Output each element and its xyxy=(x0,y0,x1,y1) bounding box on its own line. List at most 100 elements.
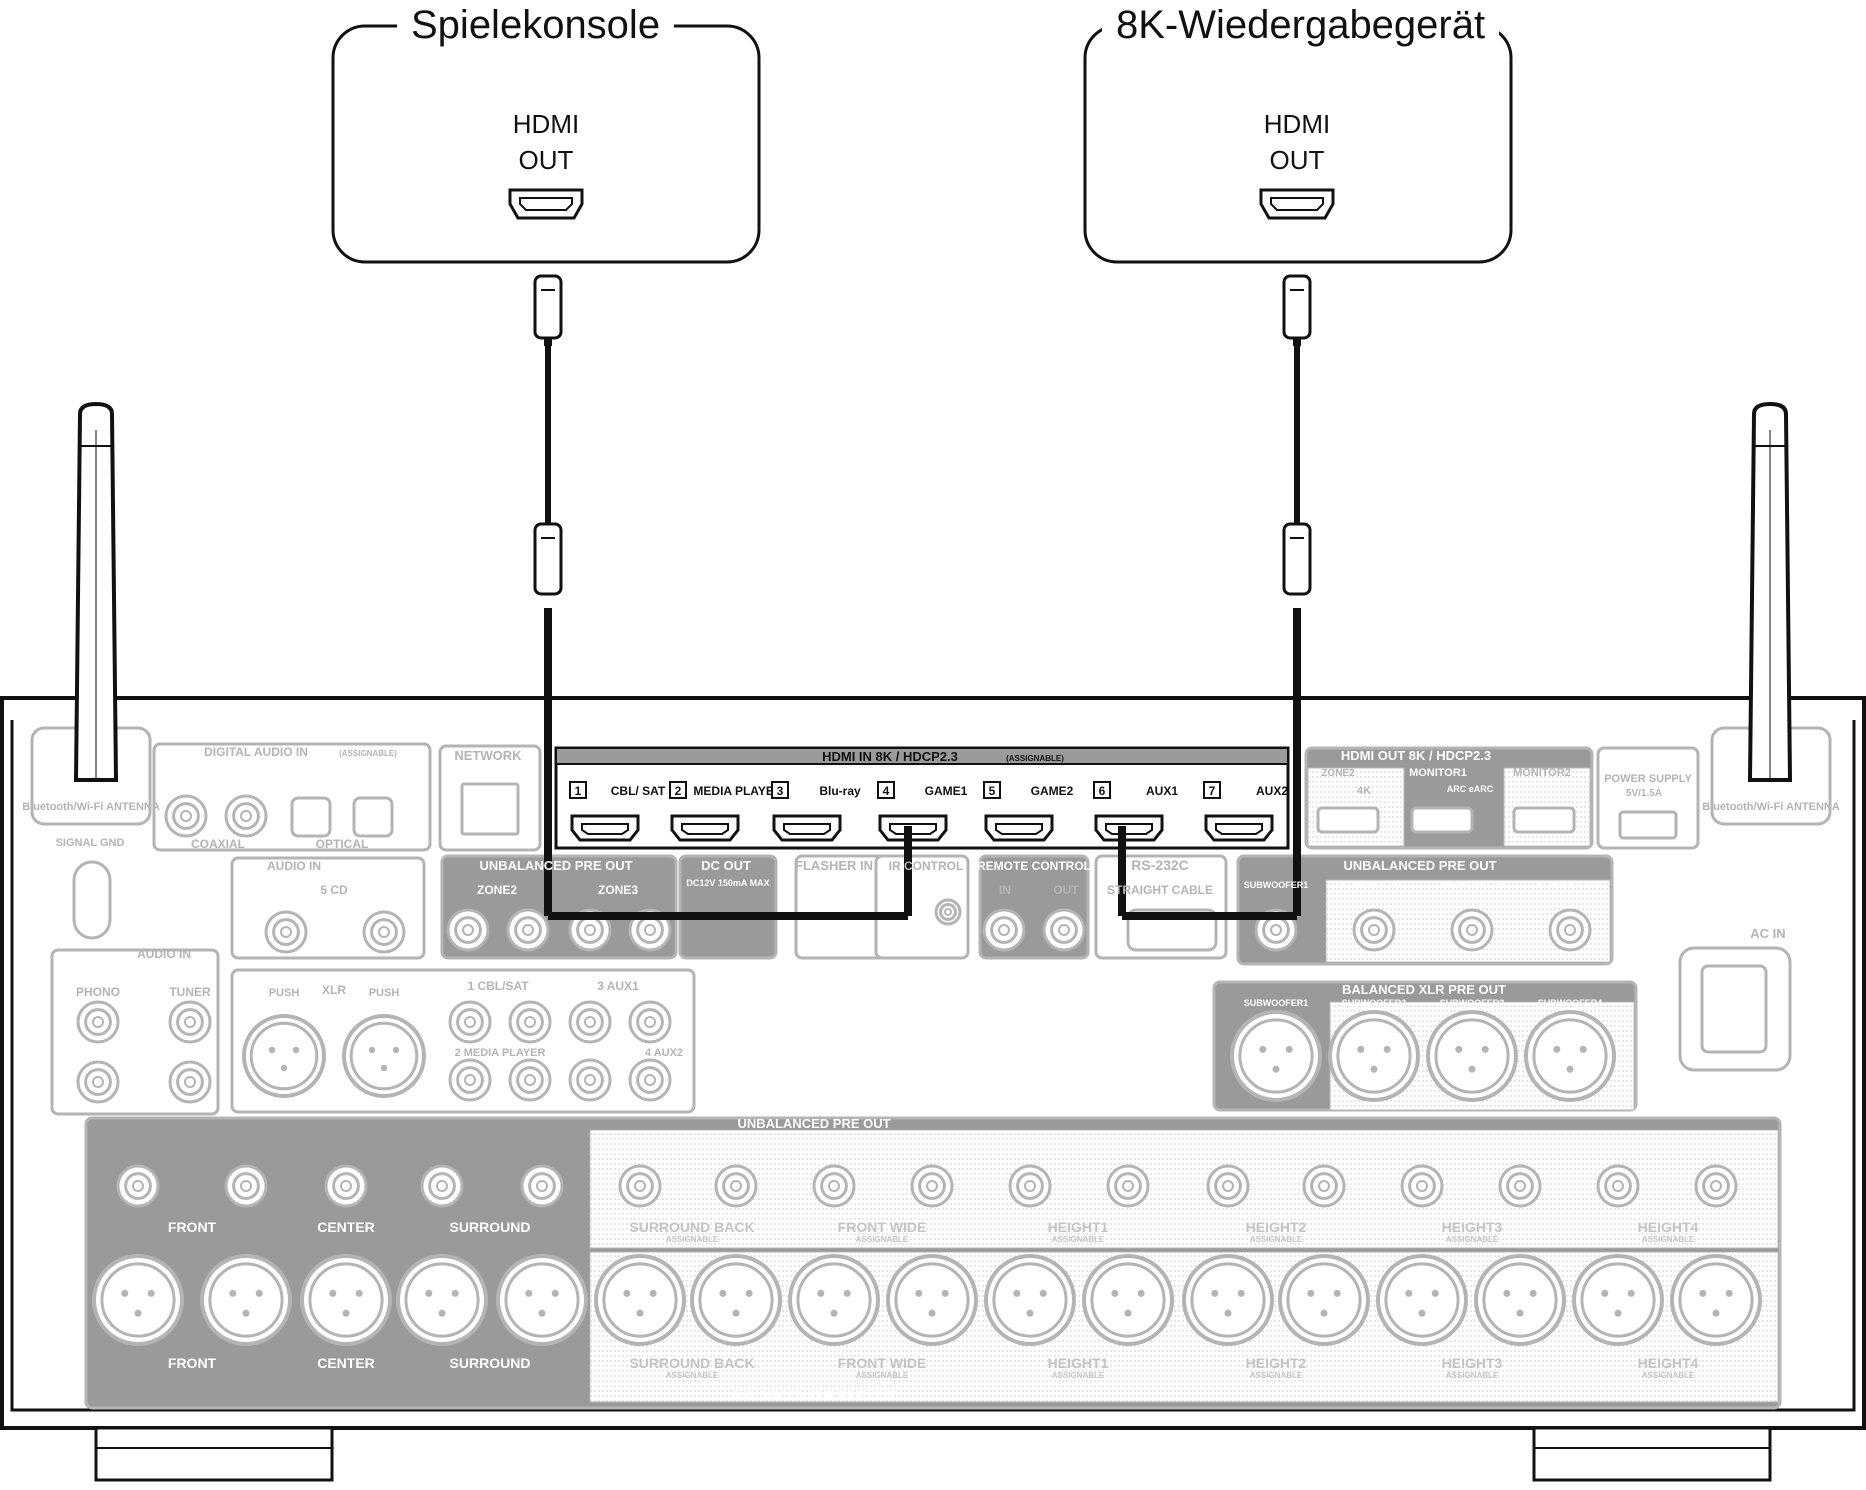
xlr-jack xyxy=(1524,1010,1616,1102)
unbalanced-zone-label: UNBALANCED PRE OUT xyxy=(479,858,632,873)
hdmi-port-inner xyxy=(1215,823,1263,835)
optical-port xyxy=(290,796,332,838)
rca-jack xyxy=(76,1060,120,1104)
rca-jack xyxy=(362,910,406,954)
xlr-jack xyxy=(1474,1254,1566,1346)
rca-jack xyxy=(1450,908,1494,952)
assignable-label: ASSIGNABLE xyxy=(1052,1235,1105,1244)
channel-label: HEIGHT3 xyxy=(1442,1219,1503,1235)
left-foot xyxy=(94,1426,334,1482)
xlr-jack xyxy=(886,1254,978,1346)
input-label: AUX2 xyxy=(1256,784,1288,798)
usb-port xyxy=(1618,810,1678,840)
assignable-label: ASSIGNABLE xyxy=(1250,1371,1303,1380)
channel-label: HEIGHT1 xyxy=(1048,1219,1109,1235)
input-number-box xyxy=(771,781,789,799)
hdmi-out-line2: OUT xyxy=(1269,145,1325,175)
rca-jack xyxy=(1008,1164,1052,1208)
ac-in-label: AC IN xyxy=(1750,926,1785,941)
rca-jack xyxy=(1596,1164,1640,1208)
digital-assignable-label: (ASSIGNABLE) xyxy=(339,749,397,758)
xlr-jack xyxy=(1426,1010,1518,1102)
input-label: AUX1 xyxy=(1146,784,1178,798)
audio-in-assignable-label: AUDIO IN xyxy=(267,859,321,873)
rca-jack xyxy=(508,1058,552,1102)
rca-jack xyxy=(508,1000,552,1044)
input-number-box xyxy=(569,781,587,799)
left-antenna xyxy=(30,401,152,826)
rca-jack xyxy=(1302,1164,1346,1208)
zone2-label: ZONE2 xyxy=(477,883,517,897)
rca-jack xyxy=(76,1000,120,1044)
channel-label: HEIGHT4 xyxy=(1638,1355,1699,1371)
channel-label: FRONT WIDE xyxy=(838,1355,927,1371)
input-number-box xyxy=(669,781,687,799)
ac-in-inner xyxy=(1700,964,1768,1054)
hdmi-out-port xyxy=(1410,806,1474,834)
rca-jack xyxy=(628,1000,672,1044)
input-label: GAME1 xyxy=(925,784,968,798)
channel-label: HEIGHT4 xyxy=(1638,1219,1699,1235)
rca-jack xyxy=(1548,908,1592,952)
power-supply-label: POWER SUPPLY xyxy=(1604,773,1692,785)
rca-jack xyxy=(1498,1164,1542,1208)
hdmi-out-monitor1-sub: ARC eARC xyxy=(1447,784,1494,794)
input-number: 1 xyxy=(575,784,582,798)
push-label-2: PUSH xyxy=(369,987,400,999)
antenna-right-label: Bluetooth/Wi-Fi ANTENNA xyxy=(1702,801,1840,813)
input-label: GAME2 xyxy=(1031,784,1074,798)
right-antenna xyxy=(1710,401,1832,826)
rca-jack xyxy=(168,1000,212,1044)
hdmi-cable-2 xyxy=(1118,274,1312,920)
remote-control-label: REMOTE CONTROL xyxy=(977,859,1091,873)
input-number: 3 xyxy=(777,784,784,798)
hdmi-out-label-console: HDMI OUT xyxy=(446,106,646,178)
assignable-label: ASSIGNABLE xyxy=(856,1371,909,1380)
xlr-jack xyxy=(788,1254,880,1346)
xlr-jack xyxy=(92,1254,184,1346)
xlr-jack xyxy=(496,1254,588,1346)
dc-out-spec: DC12V 150mA MAX xyxy=(686,878,769,888)
xlr-jack xyxy=(1572,1254,1664,1346)
balanced-pre-out-label: BALANCED XLR PRE OUT xyxy=(732,1388,896,1403)
channel-label: HEIGHT3 xyxy=(1442,1355,1503,1371)
signal-gnd-label: SIGNAL GND xyxy=(56,837,125,849)
channel-label: HEIGHT2 xyxy=(1246,1219,1307,1235)
audio-in-cd-label: 5 CD xyxy=(320,883,348,897)
channel-label: SURROUND xyxy=(450,1219,531,1235)
assignable-label: ASSIGNABLE xyxy=(1446,1235,1499,1244)
rca-jack xyxy=(982,908,1026,952)
channel-label: SURROUND BACK xyxy=(629,1355,754,1371)
assignable-label: ASSIGNABLE xyxy=(1446,1371,1499,1380)
audio-in-label: AUDIO IN xyxy=(137,947,191,961)
rca-jack xyxy=(446,908,490,952)
assignable-label: ASSIGNABLE xyxy=(666,1371,719,1380)
assignable-label: ASSIGNABLE xyxy=(1642,1235,1695,1244)
rca-jack xyxy=(448,1000,492,1044)
zone3-label: ZONE3 xyxy=(598,883,638,897)
lan-port xyxy=(460,782,520,836)
power-rating-label: 5V/1.5A xyxy=(1626,788,1662,799)
xlr-jack xyxy=(984,1254,1076,1346)
subwoofer-label: SUBWOOFER1 xyxy=(1244,998,1309,1008)
channel-label: FRONT WIDE xyxy=(838,1219,927,1235)
hdmi-out-monitor1: MONITOR1 xyxy=(1409,767,1467,779)
device-title-8k-player: 8K-Wiedergabegerät xyxy=(1102,0,1500,50)
hdmi-in-header: HDMI IN 8K / HDCP2.3 xyxy=(822,749,958,764)
rs232c-label: RS-232C xyxy=(1131,857,1189,873)
remote-in-label: IN xyxy=(999,883,1011,897)
hdmi-out-port-icon xyxy=(1259,188,1335,220)
device-title-game-console: Spielekonsole xyxy=(397,0,675,50)
input-number: 2 xyxy=(675,784,682,798)
straight-cable-label: STRAIGHT CABLE xyxy=(1107,883,1213,897)
input-number: 6 xyxy=(1099,784,1106,798)
rca-jack xyxy=(224,1164,268,1208)
subwoofer-label: SUBWOOFER2 xyxy=(1342,880,1407,890)
xlr-jack xyxy=(200,1254,292,1346)
ir-control-label: IR CONTROL xyxy=(889,859,964,873)
